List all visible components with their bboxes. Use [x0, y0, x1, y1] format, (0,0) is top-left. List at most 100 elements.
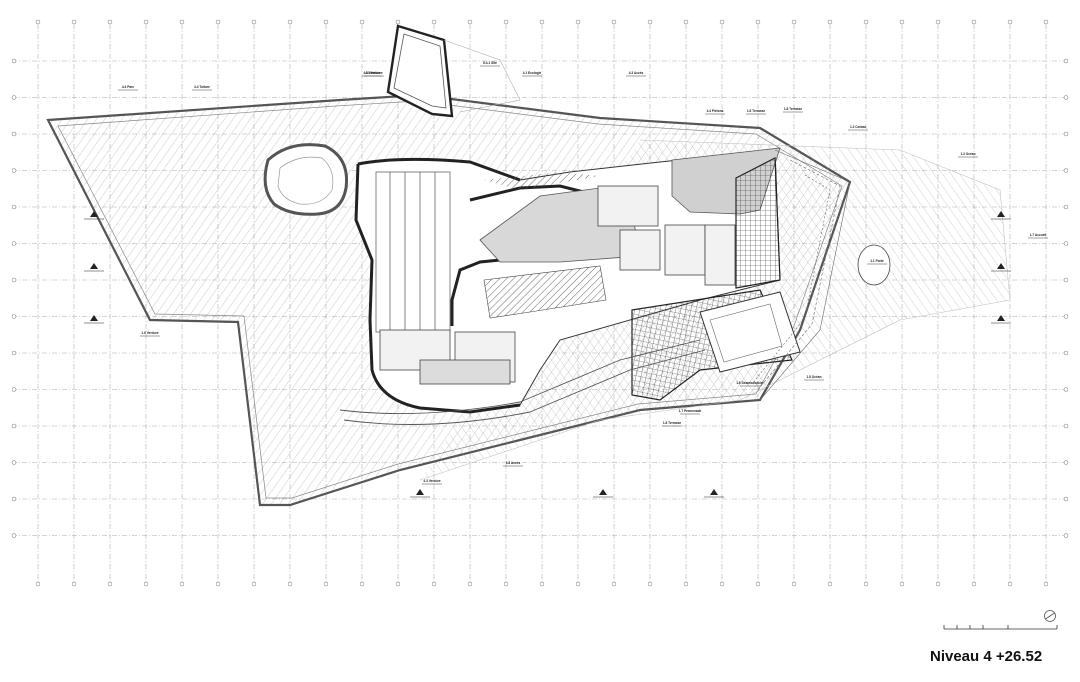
room-label: 4.4 Piétons [707, 109, 724, 113]
room-label: 1.2 Coteau [850, 125, 866, 129]
grid-axis-bubble [755, 19, 761, 25]
grid-axis-bubble [11, 95, 17, 100]
grid-axis-bubble [1043, 19, 1049, 25]
grid-axis-bubble [863, 581, 869, 587]
grid-axis-bubble [1063, 533, 1069, 538]
grid-axis-bubble [575, 581, 581, 587]
grid-axis-bubble [755, 581, 761, 587]
grid-axis-bubble [11, 387, 17, 392]
room-label: 1.6 Déambulatoire [736, 381, 764, 385]
grid-axis-bubble [107, 19, 113, 25]
grid-axis-labels [11, 19, 1069, 587]
room-label: 1.8 Océan [806, 375, 821, 379]
grid-axis-bubble [935, 19, 941, 25]
grid-axis-bubble [11, 58, 17, 64]
room-label: 1.3 Océan [960, 152, 975, 156]
grid-axis-bubble [11, 533, 17, 538]
grid-axis-bubble [935, 581, 941, 587]
grid-axis-bubble [11, 241, 17, 246]
room-label: 1.8 Terrasse [663, 421, 682, 425]
grid-axis-bubble [287, 19, 293, 25]
grid-axis-bubble [539, 19, 545, 25]
north-arrow-icon [1044, 610, 1056, 622]
grid-axis-bubble [359, 581, 365, 587]
grid-axis-bubble [719, 581, 725, 587]
grid-axis-bubble [1063, 460, 1069, 465]
grid-axis-bubble [1063, 423, 1069, 429]
grid-axis-bubble [1063, 58, 1069, 64]
grid-axis-bubble [107, 581, 113, 587]
grid-axis-bubble [1063, 496, 1069, 502]
room-labels: 4.4 Parc 4.4 Toiture 4.5 Verdure 6.4.1 Site… [118, 61, 1048, 485]
grid-axis-bubble [215, 19, 221, 25]
grid-axis-bubble [431, 19, 437, 25]
room-label: 4.8 Accès [506, 461, 521, 465]
grid-axis-bubble [1063, 95, 1069, 100]
grid-axis-bubble [467, 581, 473, 587]
grid-axis-bubble [863, 19, 869, 25]
grid-axis-bubble [827, 581, 833, 587]
grid-axis-bubble [143, 19, 149, 25]
grid-axis-bubble [11, 496, 17, 502]
grid-axis-bubble [647, 581, 653, 587]
north-volume [386, 24, 521, 118]
section-marker-icon [599, 489, 607, 495]
grid-axis-bubble [1063, 314, 1069, 319]
grid-axis-bubble [971, 581, 977, 587]
grid-axis-bubble [35, 581, 41, 587]
grid-axis-bubble [1007, 19, 1013, 25]
east-oval [857, 244, 891, 286]
section-marker-icon [710, 489, 718, 495]
room-label: 4.5 Verdure [363, 71, 380, 75]
grid-axis-bubble [143, 581, 149, 587]
room-label: 1.6 Verdure [141, 331, 158, 335]
grid-axis-bubble [611, 581, 617, 587]
grid-axis-bubble [431, 581, 437, 587]
grid-axis-bubble [215, 581, 221, 587]
room-label: 4.4 Parc [122, 85, 134, 89]
grid-axis-bubble [11, 350, 17, 356]
section-markers [84, 211, 1011, 498]
round-pavilion [263, 143, 349, 216]
room-label: 4.5 Verdure [365, 71, 382, 75]
grid-axis-bubble [71, 19, 77, 25]
room-label: 1.8 Terrasse [747, 109, 766, 113]
section-marker-icon [416, 489, 424, 495]
grid-axis-bubble [683, 581, 689, 587]
grid-axis-bubble [575, 19, 581, 25]
room-label: 1.7 Accueil [1030, 233, 1047, 237]
grid-axis-bubble [11, 423, 17, 429]
room-label: 1.8 Terrasse [784, 107, 803, 111]
grid-axis-bubble [899, 581, 905, 587]
grid-axis-bubble [11, 314, 17, 319]
grid-axis-bubble [467, 19, 473, 25]
east-facade [751, 149, 851, 401]
grid-axis-bubble [287, 581, 293, 587]
grid-axis-bubble [11, 204, 17, 210]
room-label: 1.7 Promenade [679, 409, 702, 413]
grid-axis-bubble [11, 131, 17, 137]
plan-level-title: Niveau 4 +26.52 [930, 648, 1043, 665]
grid-axis-bubble [971, 19, 977, 25]
grid-axis-bubble [647, 19, 653, 25]
grid-axis-bubble [539, 581, 545, 587]
grid-axis-bubble [11, 168, 17, 173]
room-label: 4.3 Accès [629, 71, 644, 75]
grid-axis-bubble [323, 19, 329, 25]
grid-axis-bubble [71, 581, 77, 587]
grid-axis-bubble [503, 581, 509, 587]
grid-axis-bubble [35, 19, 41, 25]
grid-axis-bubble [503, 19, 509, 25]
section-marker-icon [90, 263, 98, 269]
grid-axis-bubble [11, 460, 17, 465]
grid-axis-bubble [395, 19, 401, 25]
grid-axis-bubble [11, 277, 17, 283]
grid-axis-bubble [1007, 581, 1013, 587]
grid-axis-bubble [827, 19, 833, 25]
grid-axis-bubble [683, 19, 689, 25]
room-label: 4.4 Toiture [194, 85, 210, 89]
room-label: 6.4.1 Site [483, 61, 497, 65]
grid-axis-bubble [251, 581, 257, 587]
grid-axis-bubble [251, 19, 257, 25]
